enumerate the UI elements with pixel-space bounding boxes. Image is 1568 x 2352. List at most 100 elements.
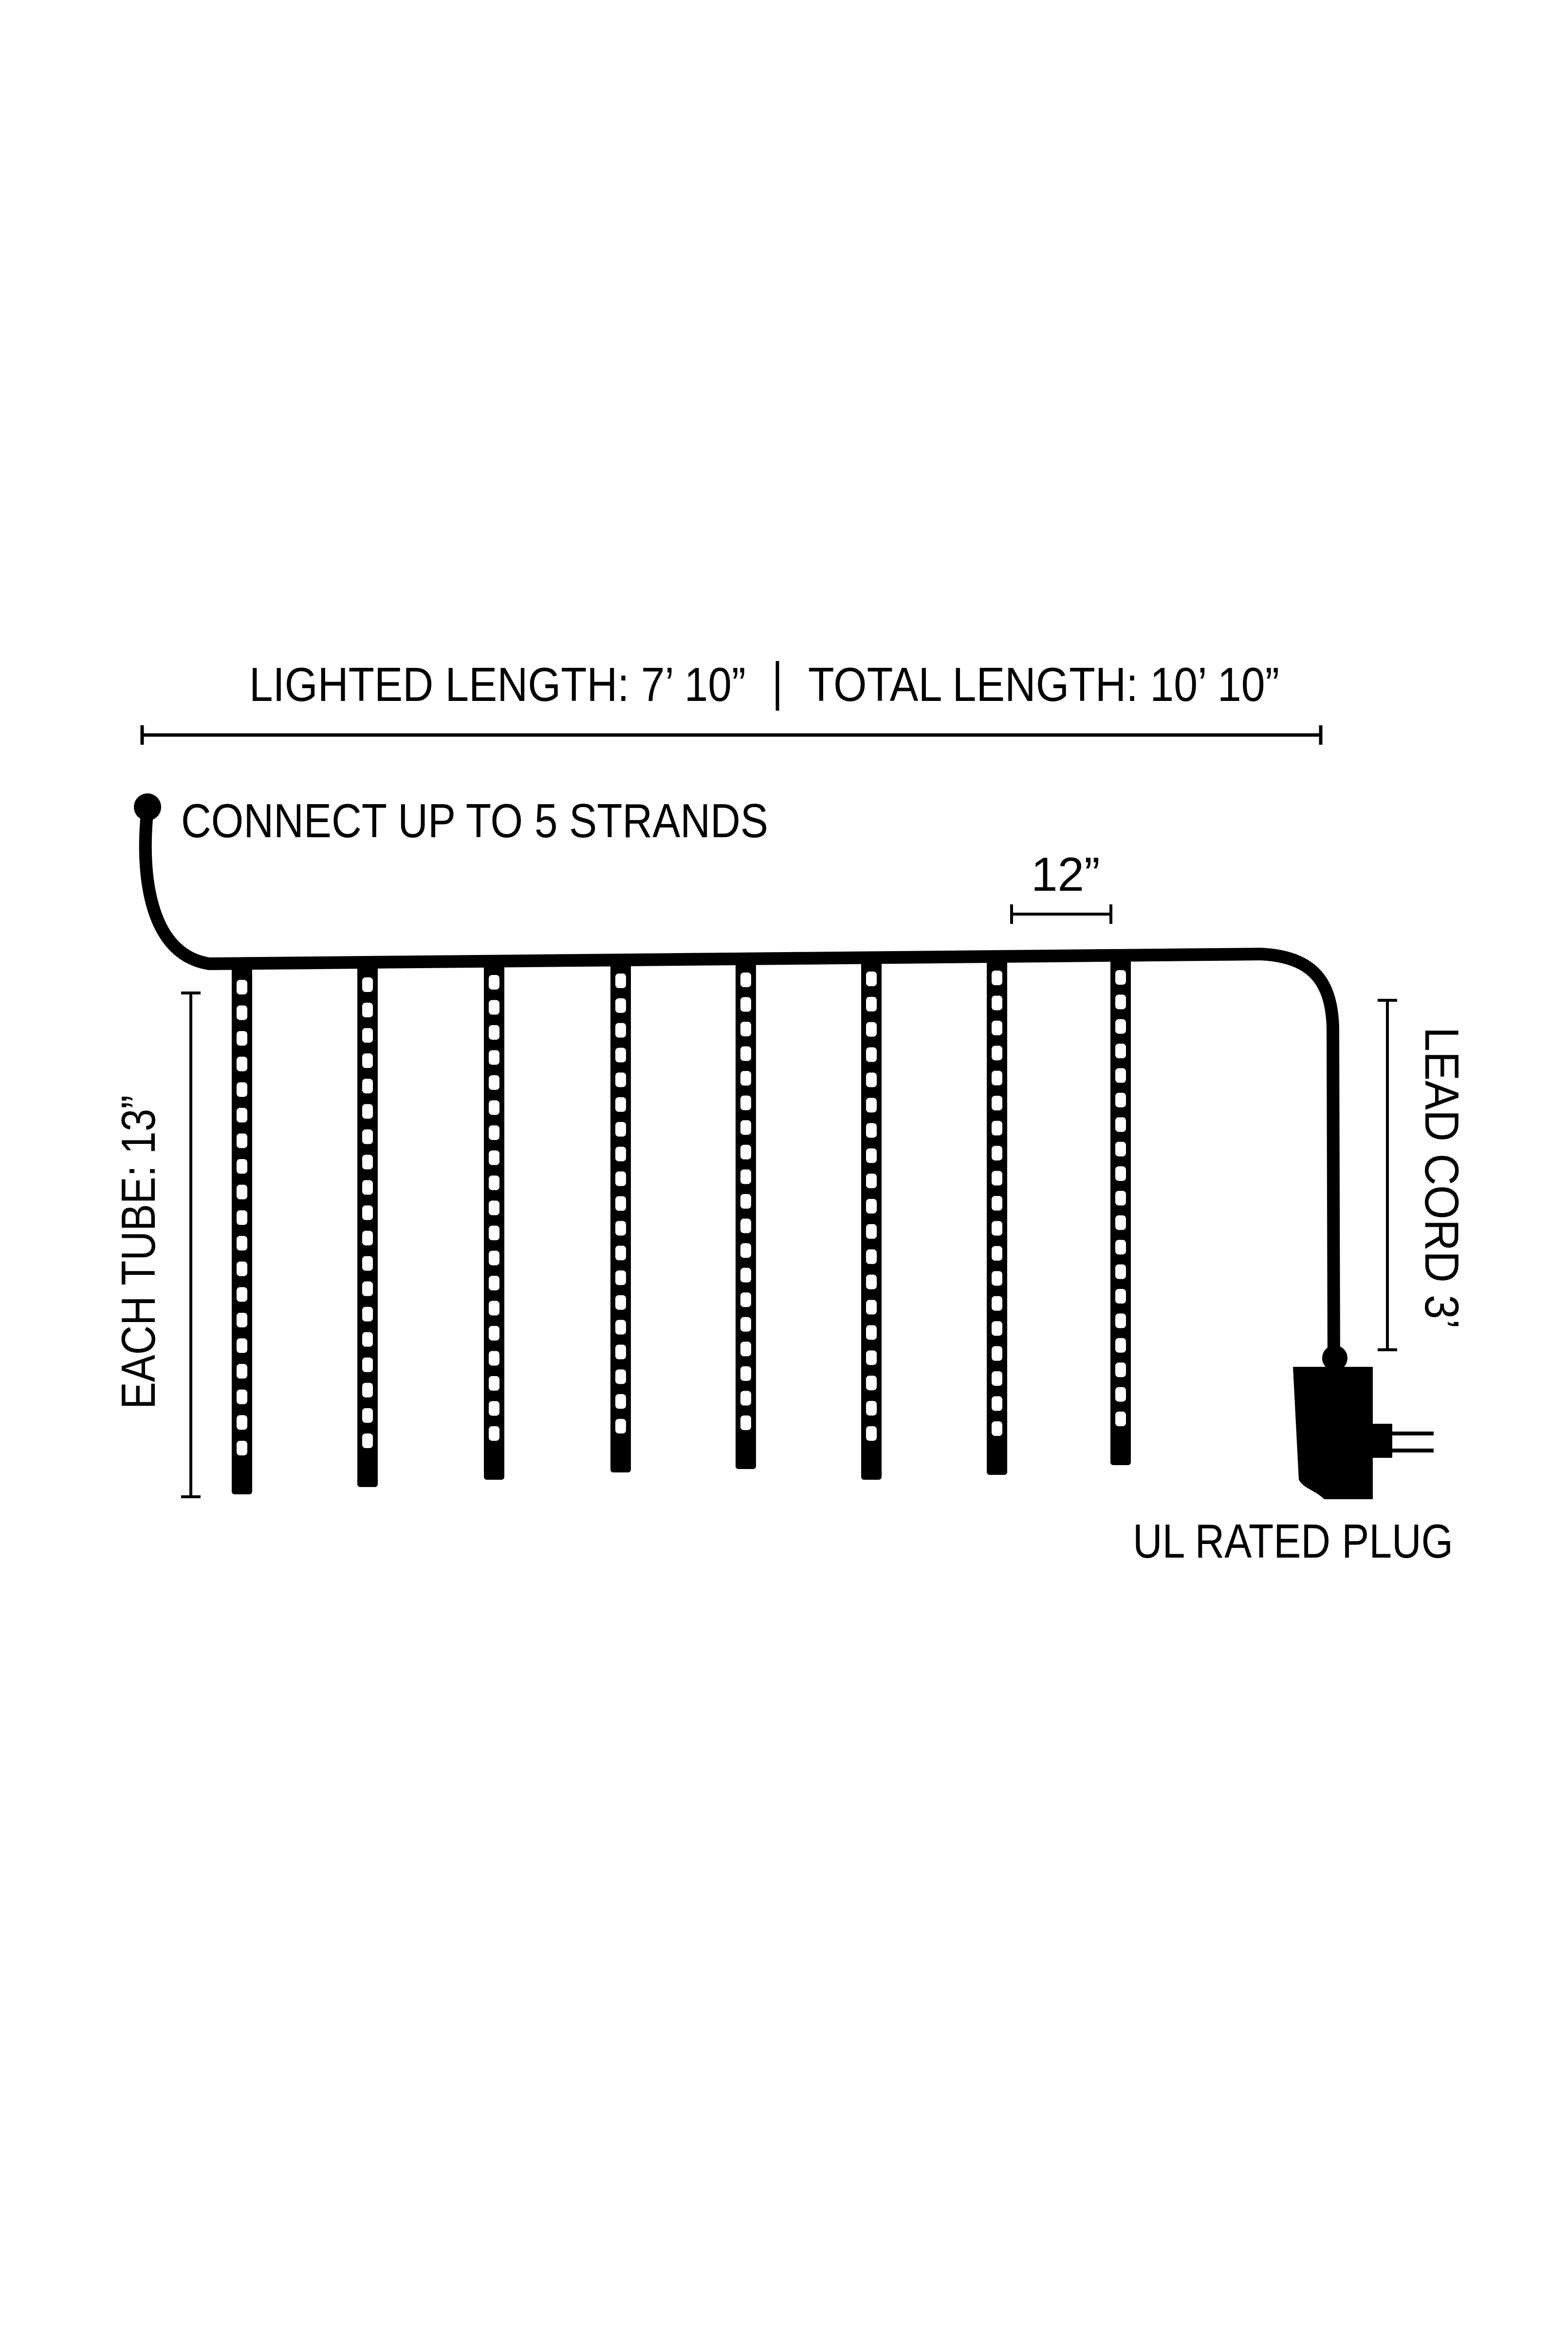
- led-icon: [992, 1196, 1002, 1211]
- led-icon: [992, 1070, 1002, 1085]
- led-icon: [362, 1104, 373, 1119]
- led-icon: [362, 1205, 373, 1220]
- tube-body: [1110, 956, 1131, 1465]
- led-icon: [992, 1346, 1002, 1361]
- led-icon: [992, 1221, 1002, 1236]
- led-icon: [489, 975, 499, 990]
- led-icon: [740, 1046, 751, 1061]
- led-icon: [615, 1369, 626, 1384]
- led-icon: [362, 1306, 373, 1322]
- led-icon: [866, 1148, 877, 1163]
- led-icon: [489, 1150, 499, 1165]
- tube-body: [232, 966, 252, 1494]
- led-icon: [866, 1401, 877, 1416]
- led-icon: [615, 1097, 626, 1112]
- led-icon: [866, 1274, 877, 1289]
- led-icon: [1115, 1044, 1126, 1059]
- led-icon: [992, 1121, 1002, 1136]
- connect-label: CONNECT UP TO 5 STRANDS: [181, 794, 768, 847]
- led-icon: [992, 1046, 1002, 1061]
- led-icon: [615, 1394, 626, 1409]
- led-icon: [866, 1376, 877, 1391]
- led-icon: [866, 1047, 877, 1062]
- led-icon: [489, 1050, 499, 1065]
- led-icon: [866, 1350, 877, 1365]
- led-icon: [237, 1389, 247, 1404]
- led-icon: [866, 1072, 877, 1087]
- led-icon: [740, 1415, 751, 1430]
- led-icon: [1115, 1313, 1126, 1328]
- led-icon: [615, 1344, 626, 1360]
- led-tube: [736, 959, 756, 1469]
- tube-body: [357, 964, 378, 1487]
- led-icon: [362, 1003, 373, 1018]
- led-icon: [740, 1341, 751, 1357]
- led-icon: [237, 1312, 247, 1327]
- led-tube: [987, 957, 1007, 1475]
- led-icon: [740, 997, 751, 1012]
- led-icon: [866, 972, 877, 986]
- led-icon: [362, 1433, 373, 1448]
- led-icon: [1115, 1141, 1126, 1157]
- led-icon: [489, 1250, 499, 1266]
- led-icon: [1115, 1092, 1126, 1107]
- led-icon: [489, 1125, 499, 1140]
- led-icon: [489, 1200, 499, 1215]
- led-icon: [489, 1401, 499, 1416]
- led-icon: [489, 1376, 499, 1391]
- led-icon: [1115, 1215, 1126, 1230]
- led-icon: [489, 1351, 499, 1366]
- led-icon: [362, 1180, 373, 1195]
- led-icon: [1115, 1166, 1126, 1181]
- led-icon: [615, 1320, 626, 1335]
- led-icon: [992, 1096, 1002, 1111]
- spacing-label: 12”: [1031, 847, 1100, 901]
- led-icon: [489, 1301, 499, 1316]
- led-icon: [992, 995, 1002, 1011]
- led-icon: [866, 1022, 877, 1037]
- led-icon: [237, 1159, 247, 1174]
- led-icon: [992, 1296, 1002, 1311]
- tube-body: [610, 960, 631, 1472]
- led-icon: [362, 1079, 373, 1094]
- led-icon: [362, 1155, 373, 1170]
- lighted-length-label: LIGHTED LENGTH: 7’ 10”: [249, 658, 746, 711]
- led-icon: [237, 1441, 247, 1455]
- led-icon: [866, 1199, 877, 1213]
- led-icon: [237, 1415, 247, 1430]
- led-tube: [1110, 956, 1131, 1465]
- led-icon: [740, 1120, 751, 1135]
- led-icon: [362, 1256, 373, 1271]
- tube-body: [861, 958, 882, 1480]
- led-icon: [992, 1371, 1002, 1386]
- lead-cord-dimension: [1378, 999, 1397, 1351]
- led-icon: [362, 1053, 373, 1068]
- total-length-dimension: [140, 725, 1323, 745]
- led-icon: [489, 1426, 499, 1441]
- led-icon: [615, 1221, 626, 1236]
- led-icon: [866, 1224, 877, 1239]
- led-tube: [861, 958, 882, 1480]
- led-icon: [489, 1000, 499, 1015]
- led-icon: [237, 1056, 247, 1071]
- led-icon: [740, 1071, 751, 1086]
- led-icon: [615, 1047, 626, 1063]
- tube-body: [736, 959, 756, 1469]
- led-icon: [237, 1364, 247, 1379]
- led-icon: [237, 980, 247, 994]
- led-icon: [866, 996, 877, 1011]
- led-icon: [1115, 1412, 1126, 1426]
- led-icon: [740, 973, 751, 987]
- led-icon: [362, 977, 373, 992]
- led-icon: [1115, 970, 1126, 985]
- led-icon: [866, 1123, 877, 1138]
- tube-body: [987, 957, 1007, 1475]
- led-icon: [237, 1005, 247, 1020]
- lead-cord-label: LEAD CORD 3’: [1415, 1027, 1469, 1329]
- led-icon: [1115, 1117, 1126, 1132]
- led-icon: [237, 1236, 247, 1251]
- led-icon: [489, 1276, 499, 1290]
- led-icon: [1115, 1240, 1126, 1255]
- led-icon: [362, 1231, 373, 1246]
- led-icon: [489, 1226, 499, 1240]
